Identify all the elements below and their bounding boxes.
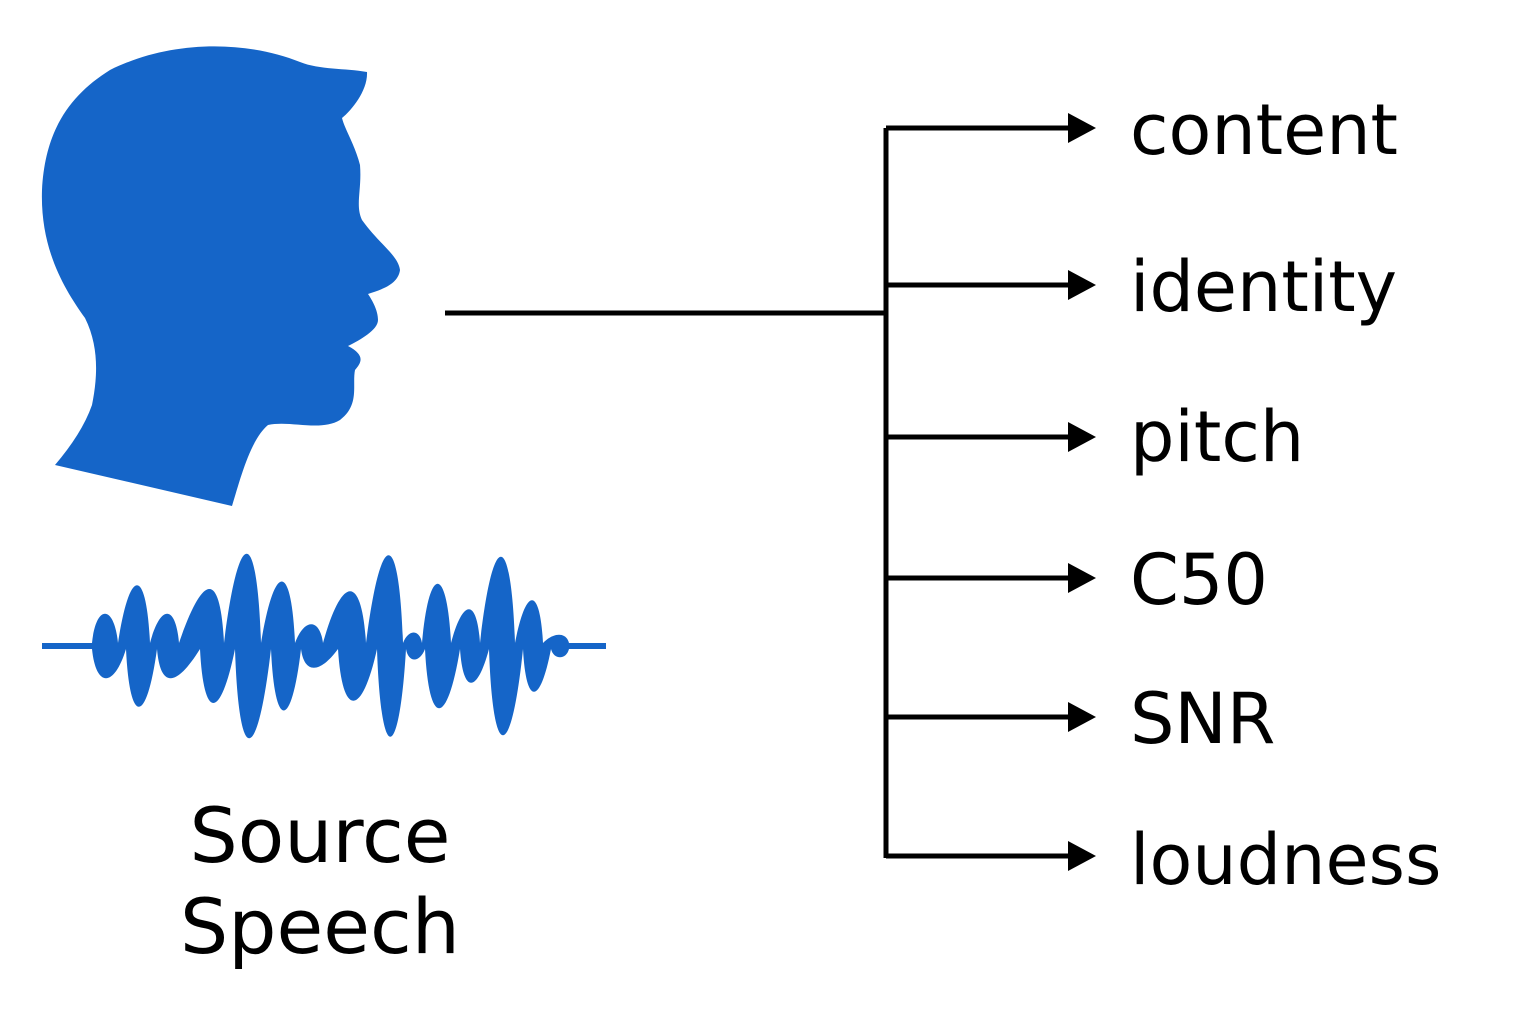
source-label-line2: Speech	[180, 882, 460, 972]
speaking-head-icon	[41, 46, 400, 506]
arrowhead-icon	[1068, 270, 1096, 300]
source-speech-label: Source Speech	[120, 790, 520, 972]
attribute-label-identity: identity	[1130, 246, 1398, 328]
attribute-label-content: content	[1130, 89, 1399, 171]
attribute-label-loudness: loudness	[1130, 819, 1442, 901]
attribute-label-c50: C50	[1130, 539, 1268, 621]
waveform-icon	[42, 553, 606, 739]
arrowhead-icon	[1068, 841, 1096, 871]
attribute-label-pitch: pitch	[1130, 396, 1305, 478]
arrowhead-icon	[1068, 113, 1096, 143]
arrowhead-icon	[1068, 422, 1096, 452]
source-label-line1: Source	[189, 791, 451, 880]
attribute-label-snr: SNR	[1130, 678, 1276, 760]
arrowhead-icon	[1068, 563, 1096, 593]
arrowhead-icon	[1068, 702, 1096, 732]
